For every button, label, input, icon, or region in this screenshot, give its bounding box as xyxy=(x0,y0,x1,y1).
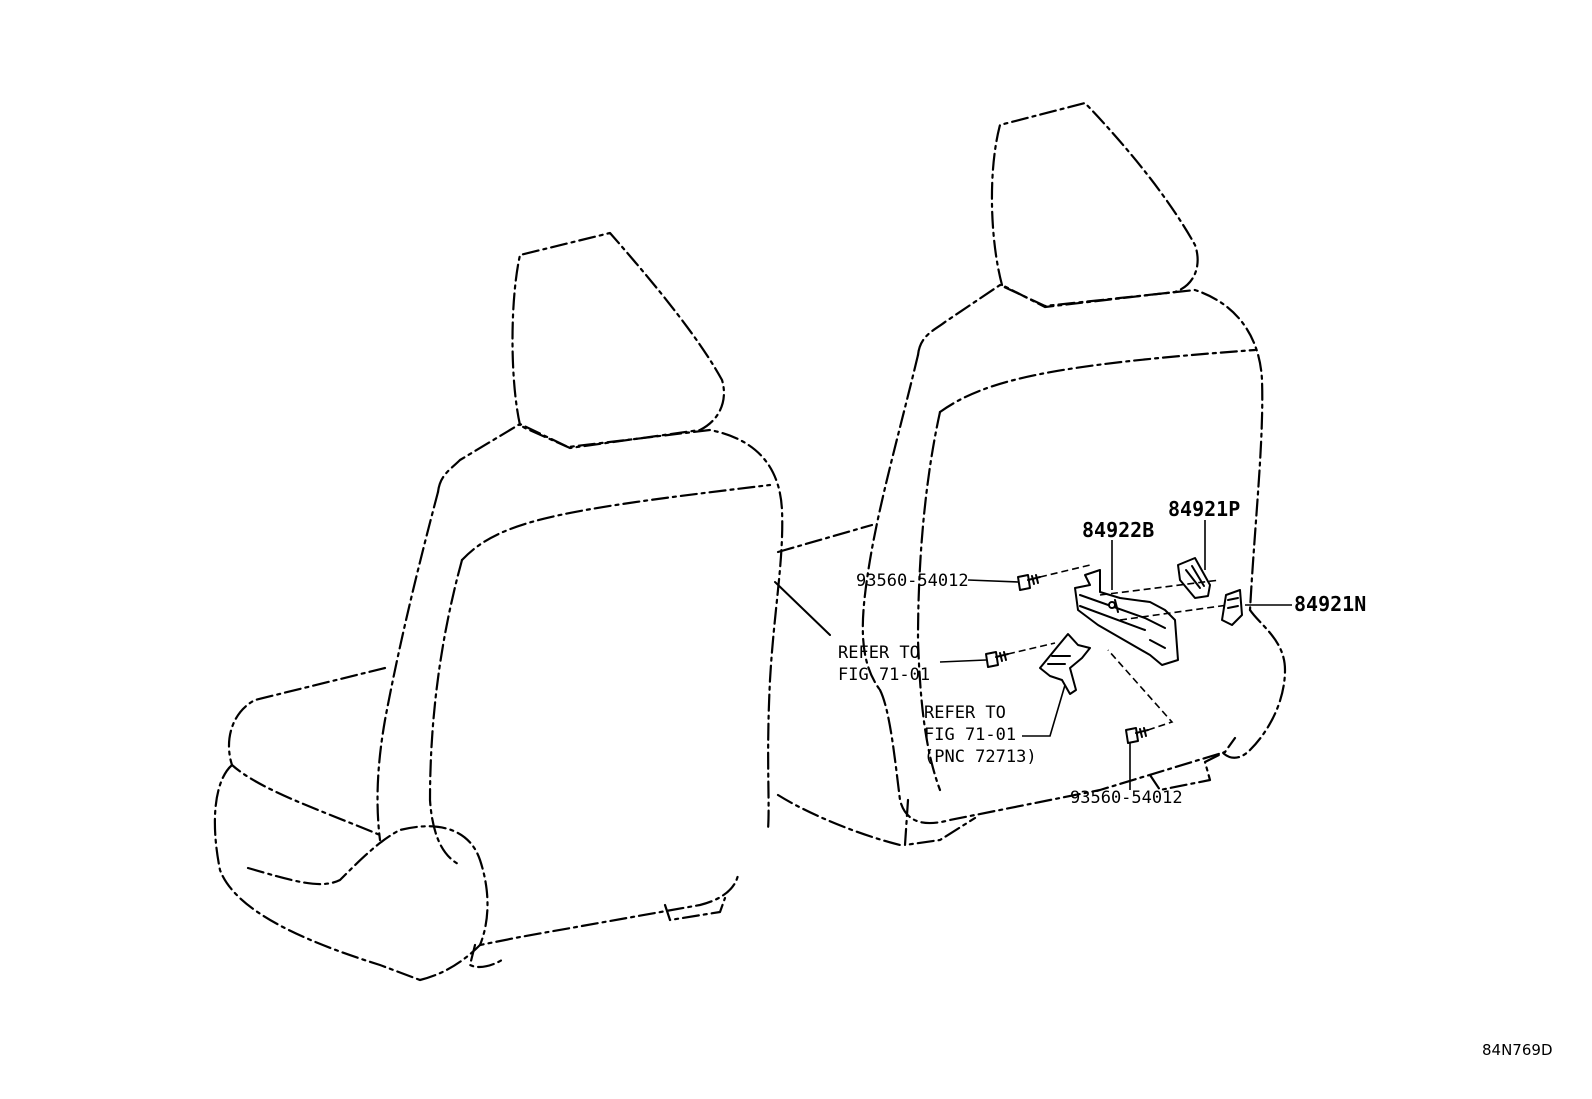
bolt-middle xyxy=(985,651,1009,668)
lever-bracket-detail xyxy=(1047,655,1071,665)
label-bolt-lower: 93560-54012 xyxy=(1070,788,1183,808)
left-seat-base xyxy=(468,896,727,969)
label-refer-2-line1: REFER TO xyxy=(924,703,1006,723)
left-seat-cushion-lip xyxy=(246,825,489,947)
right-seat-headrest xyxy=(990,101,1199,309)
bolt-upper-shaft xyxy=(1027,574,1041,585)
base-diagonal xyxy=(774,581,831,636)
label-refer-1-line2: FIG 71-01 xyxy=(838,665,930,685)
right-seat-back-panel-side xyxy=(916,410,942,792)
switch-84921p xyxy=(1177,557,1211,599)
right-seat-back-side xyxy=(861,353,920,692)
dash-middle-bolt xyxy=(1007,642,1056,655)
switch-84921n-detail xyxy=(1227,597,1239,609)
diagram-code: 84N769D xyxy=(1482,1041,1553,1059)
label-84921n: 84921N xyxy=(1294,592,1366,616)
label-refer-2-line3: (PNC 72713) xyxy=(924,747,1037,767)
left-seat-cushion-bottom xyxy=(418,873,740,982)
bolt-middle-head xyxy=(985,651,999,668)
leader-refer-2 xyxy=(1022,684,1066,737)
right-seat-back xyxy=(916,283,1264,612)
left-seat-cushion-front xyxy=(213,763,422,982)
right-seat-cushion-bottom xyxy=(903,736,1237,847)
right-seat xyxy=(861,101,1287,847)
bolt-lower xyxy=(1125,727,1149,744)
left-seat-cushion-top xyxy=(227,666,387,837)
leader-lines xyxy=(939,520,1292,790)
dash-lower-bolt xyxy=(1107,649,1174,731)
label-bolt-upper: 93560-54012 xyxy=(856,571,969,591)
left-seat-back-panel xyxy=(460,483,772,562)
right-seat-back-panel xyxy=(938,348,1257,414)
left-seat-back xyxy=(436,422,784,832)
bolt-upper-head xyxy=(1017,574,1031,591)
left-seat xyxy=(213,231,784,982)
leader-refer-1 xyxy=(939,659,987,663)
bracket-hole xyxy=(1108,601,1116,609)
label-84921p: 84921P xyxy=(1168,497,1240,521)
bolt-upper xyxy=(1017,574,1041,591)
part-72713-bracket xyxy=(1039,633,1091,695)
label-84922b: 84922B xyxy=(1082,518,1154,542)
label-refer-1-line1: REFER TO xyxy=(838,643,920,663)
dash-upper-bolt xyxy=(1039,564,1091,578)
bracket-84922b-detail xyxy=(1079,594,1166,649)
assembly-lines xyxy=(1007,564,1229,731)
left-seat-back-panel-side xyxy=(428,558,464,867)
left-seat-headrest xyxy=(511,231,726,450)
base-bottom-edge xyxy=(776,793,902,847)
right-seat-cushion-front xyxy=(878,688,1227,825)
bolt-lower-head xyxy=(1125,727,1139,744)
leader-bolt-upper xyxy=(967,579,1019,583)
label-refer-2-line2: FIG 71-01 xyxy=(924,725,1016,745)
dash-bracket-switch xyxy=(1099,579,1221,596)
bolt-middle-shaft xyxy=(995,651,1009,662)
seat-base-connector xyxy=(774,523,902,847)
dash-bracket-switch2 xyxy=(1119,604,1229,621)
base-top-edge xyxy=(776,523,874,554)
part-84922b xyxy=(1074,569,1179,666)
right-seat-side-bulge xyxy=(1220,608,1287,759)
left-seat-back-side xyxy=(376,490,440,842)
part-84921n xyxy=(1221,589,1243,626)
bolt-lower-shaft xyxy=(1135,727,1149,738)
bracket-84922b xyxy=(1074,569,1179,666)
